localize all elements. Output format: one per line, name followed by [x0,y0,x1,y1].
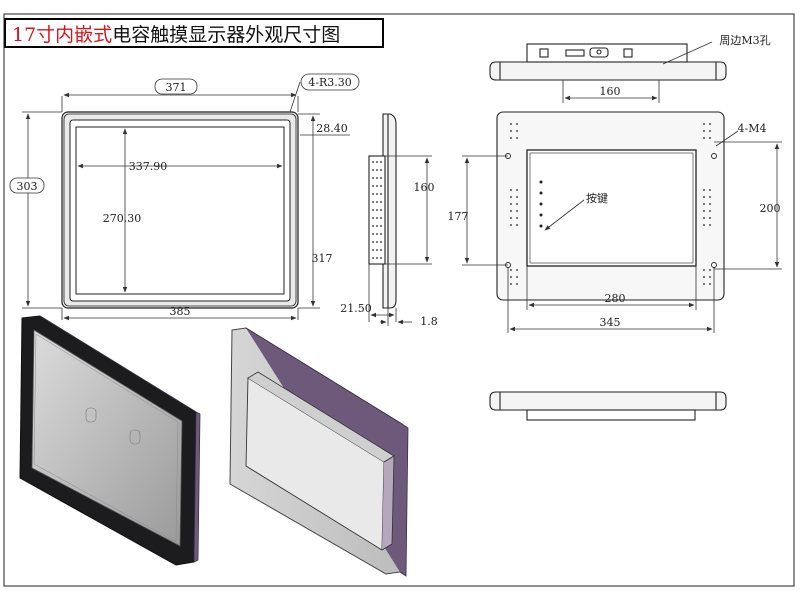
dim-display-width: 337.90 [129,160,168,173]
render-front [19,315,201,566]
dim-vesa-width: 280 [605,292,626,305]
title-model: 17寸内嵌式 [12,23,113,46]
side-vent-holes [372,161,382,259]
label-perimeter-holes: 周边M3孔 [719,34,770,47]
dim-display-height: 270.30 [103,212,142,225]
label-mount-holes: 4-M4 [738,122,767,135]
dim-cutout-height: 303 [17,180,38,193]
dim-outer-width: 385 [170,305,191,318]
dim-vesa-height: 177 [448,210,469,223]
label-button: 按键 [586,191,608,205]
title-description: 电容触摸显示器外观尺寸图 [112,23,341,46]
bottom-view [489,391,727,421]
dim-cutout-width: 371 [166,81,187,94]
bottom-bracket [526,409,696,421]
back-chassis [526,149,697,267]
top-bracket [526,43,688,63]
dim-hole-height: 200 [760,202,781,215]
dim-bezel-offset: 28.40 [316,122,348,135]
back-vent-holes [510,123,711,285]
front-view [61,111,299,309]
dim-bracket-height: 160 [414,181,435,194]
front-display-area [75,126,285,295]
title-box: 17寸内嵌式电容触摸显示器外观尺寸图 [4,18,384,48]
dim-hole-spacing: 160 [600,85,621,98]
render-back [229,327,409,577]
drawing-border [3,13,795,587]
dim-outer-height: 317 [312,252,333,265]
top-view [489,43,727,81]
dim-hole-width: 345 [600,316,621,329]
back-view [496,111,725,301]
dim-panel-thickness: 1.8 [420,315,438,328]
side-view [368,113,397,309]
dim-depth: 21.50 [340,302,372,315]
dim-corner-radius: 4-R3.30 [308,76,352,89]
